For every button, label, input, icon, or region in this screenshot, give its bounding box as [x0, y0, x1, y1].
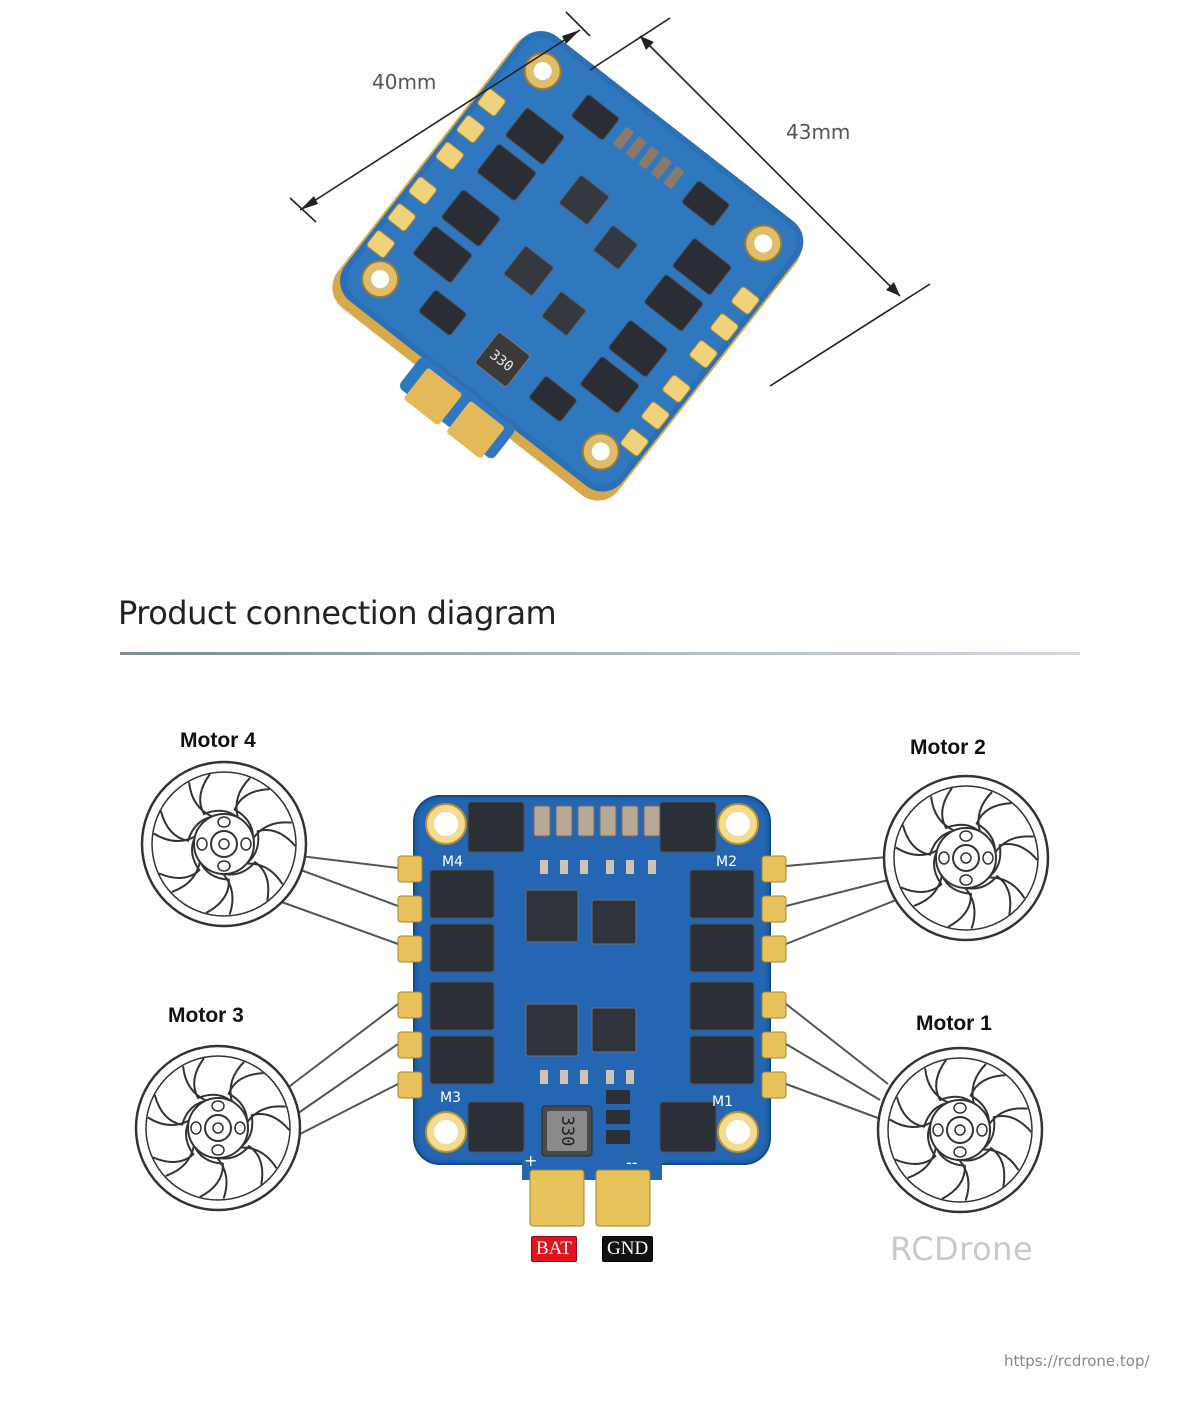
width-dimension-label: 40mm — [372, 70, 437, 94]
bat-tag: BAT — [531, 1236, 577, 1262]
section-title: Product connection diagram — [118, 594, 557, 632]
motor1-label: Motor 1 — [916, 1012, 992, 1035]
motor1-icon — [876, 1046, 1044, 1214]
product-photo: 330 — [0, 0, 1200, 540]
connection-diagram: M4 M2 M3 M1 + -- 330 — [134, 760, 1050, 1227]
motor3-label: Motor 3 — [168, 1004, 244, 1027]
watermark-text: RCDrone — [890, 1230, 1034, 1268]
motor2-label: Motor 2 — [910, 736, 986, 759]
motor3-icon — [134, 1044, 302, 1212]
height-dimension-label: 43mm — [786, 120, 851, 144]
motor2-icon — [882, 774, 1050, 942]
motor4-label: Motor 4 — [180, 729, 256, 752]
inductor-text: 330 — [557, 1116, 577, 1147]
pad-label-m3: M3 — [440, 1090, 461, 1106]
gnd-tag: GND — [602, 1236, 654, 1262]
pad-label-m2: M2 — [716, 854, 737, 870]
source-url: https://rcdrone.top/ — [1004, 1352, 1150, 1370]
minus-label: -- — [626, 1153, 638, 1172]
motor4-icon — [140, 760, 308, 928]
title-divider — [120, 652, 1080, 655]
plus-label: + — [524, 1151, 537, 1170]
esc-board — [397, 795, 787, 1227]
pad-label-m1: M1 — [712, 1094, 733, 1110]
pad-label-m4: M4 — [442, 854, 463, 870]
